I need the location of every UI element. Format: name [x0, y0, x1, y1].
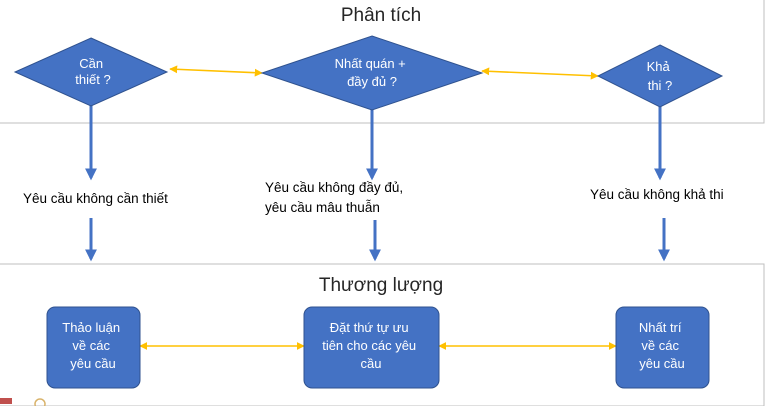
- label-khong-kha-thi: Yêu cầu không khả thi: [590, 187, 724, 202]
- decision-kha-thi: Khả thi ?: [596, 44, 724, 108]
- box-dat-thu-tu-line-3: cầu: [361, 356, 382, 371]
- decision-kha-thi-line-1: Khả: [647, 59, 671, 74]
- box-nhat-tri: Nhất trí về các yêu cầu: [615, 306, 710, 389]
- link-nhat-quan-kha-thi: [481, 67, 599, 80]
- analysis-panel-title: Phân tích: [341, 5, 421, 26]
- decision-kha-thi-line-2: thi ?: [648, 78, 673, 93]
- svg-text:Nhất trí về các yê: Nhất trí về các yêu cầu: [639, 320, 685, 371]
- box-dat-thu-tu-line-2: tiên cho các yêu: [322, 338, 416, 353]
- logo-icon: [0, 398, 46, 406]
- box-thao-luan-line-2: về các: [72, 338, 110, 353]
- box-thao-luan-line-3: yêu cầu: [70, 356, 116, 371]
- box-thao-luan: Thảo luận về các yêu cầu: [46, 306, 141, 389]
- decision-can-thiet: Cần thiết ?: [13, 37, 169, 107]
- svg-text:Khả thi ?: Khả thi ?: [647, 59, 674, 93]
- box-nhat-tri-line-2: về các: [641, 338, 679, 353]
- svg-text:Cần thiết ?: Cần thiết ?: [75, 56, 110, 87]
- decision-nhat-quan: Nhất quán + đầy đủ ?: [260, 35, 484, 111]
- box-nhat-tri-line-3: yêu cầu: [639, 356, 685, 371]
- box-thao-luan-line-1: Thảo luận: [62, 320, 120, 335]
- link-can-thiet-nhat-quan: [169, 65, 263, 77]
- svg-text:Nhất quán + đầy đủ ?: Nhất quán + đầy đủ ?: [335, 56, 410, 89]
- negotiation-panel: [0, 263, 765, 406]
- box-dat-thu-tu-line-1: Đặt thứ tự ưu: [330, 320, 409, 335]
- svg-text:Đặt thứ tự ưu tiên cho c: Đặt thứ tự ưu tiên cho các yêu cầu: [322, 320, 420, 371]
- box-nhat-tri-line-1: Nhất trí: [639, 320, 682, 335]
- decision-can-thiet-line-2: thiết ?: [75, 72, 110, 87]
- decision-can-thiet-line-1: Cần: [79, 56, 103, 71]
- label-khong-day-du: Yêu cầu không đầy đủ, yêu cầu mâu thuẫn: [265, 180, 407, 215]
- svg-text:Thảo luận về các y: Thảo luận về các yêu cầu: [62, 320, 123, 371]
- box-dat-thu-tu: Đặt thứ tự ưu tiên cho các yêu cầu: [303, 306, 440, 389]
- decision-nhat-quan-line-2: đầy đủ ?: [347, 74, 397, 89]
- label-khong-can-thiet: Yêu cầu không cần thiết: [23, 191, 168, 206]
- decision-nhat-quan-line-1: Nhất quán +: [335, 56, 406, 71]
- analysis-panel: [0, 0, 765, 124]
- negotiation-panel-title: Thương lượng: [319, 275, 443, 296]
